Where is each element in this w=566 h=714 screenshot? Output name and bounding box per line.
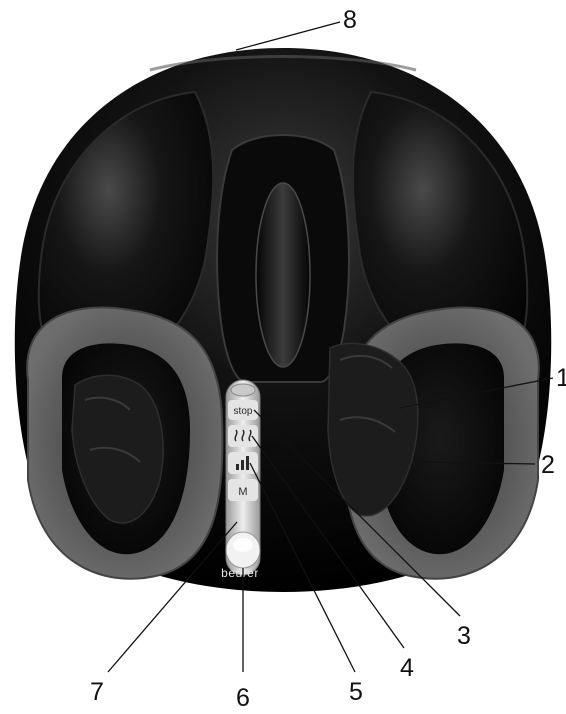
callout-line-8 (236, 22, 340, 50)
right-foot-opening (328, 308, 539, 579)
callout-1: 1 (556, 364, 566, 392)
callout-2: 2 (541, 451, 555, 479)
callout-6: 6 (236, 684, 250, 712)
stop-label: stop (234, 406, 253, 417)
callout-7: 7 (90, 678, 104, 706)
callout-5: 5 (349, 678, 363, 706)
left-foot-opening (27, 308, 222, 579)
indicator-light (231, 384, 255, 396)
callout-8: 8 (343, 6, 357, 34)
brand-logo: beurer (221, 566, 259, 580)
mode-button[interactable]: M (228, 479, 258, 501)
control-panel: stop M (226, 380, 260, 575)
mode-label: M (238, 486, 247, 498)
heat-button[interactable] (228, 425, 258, 447)
callout-4: 4 (400, 654, 414, 682)
callout-3: 3 (457, 622, 471, 650)
stop-button[interactable]: stop (228, 400, 258, 420)
power-button[interactable] (226, 532, 260, 568)
